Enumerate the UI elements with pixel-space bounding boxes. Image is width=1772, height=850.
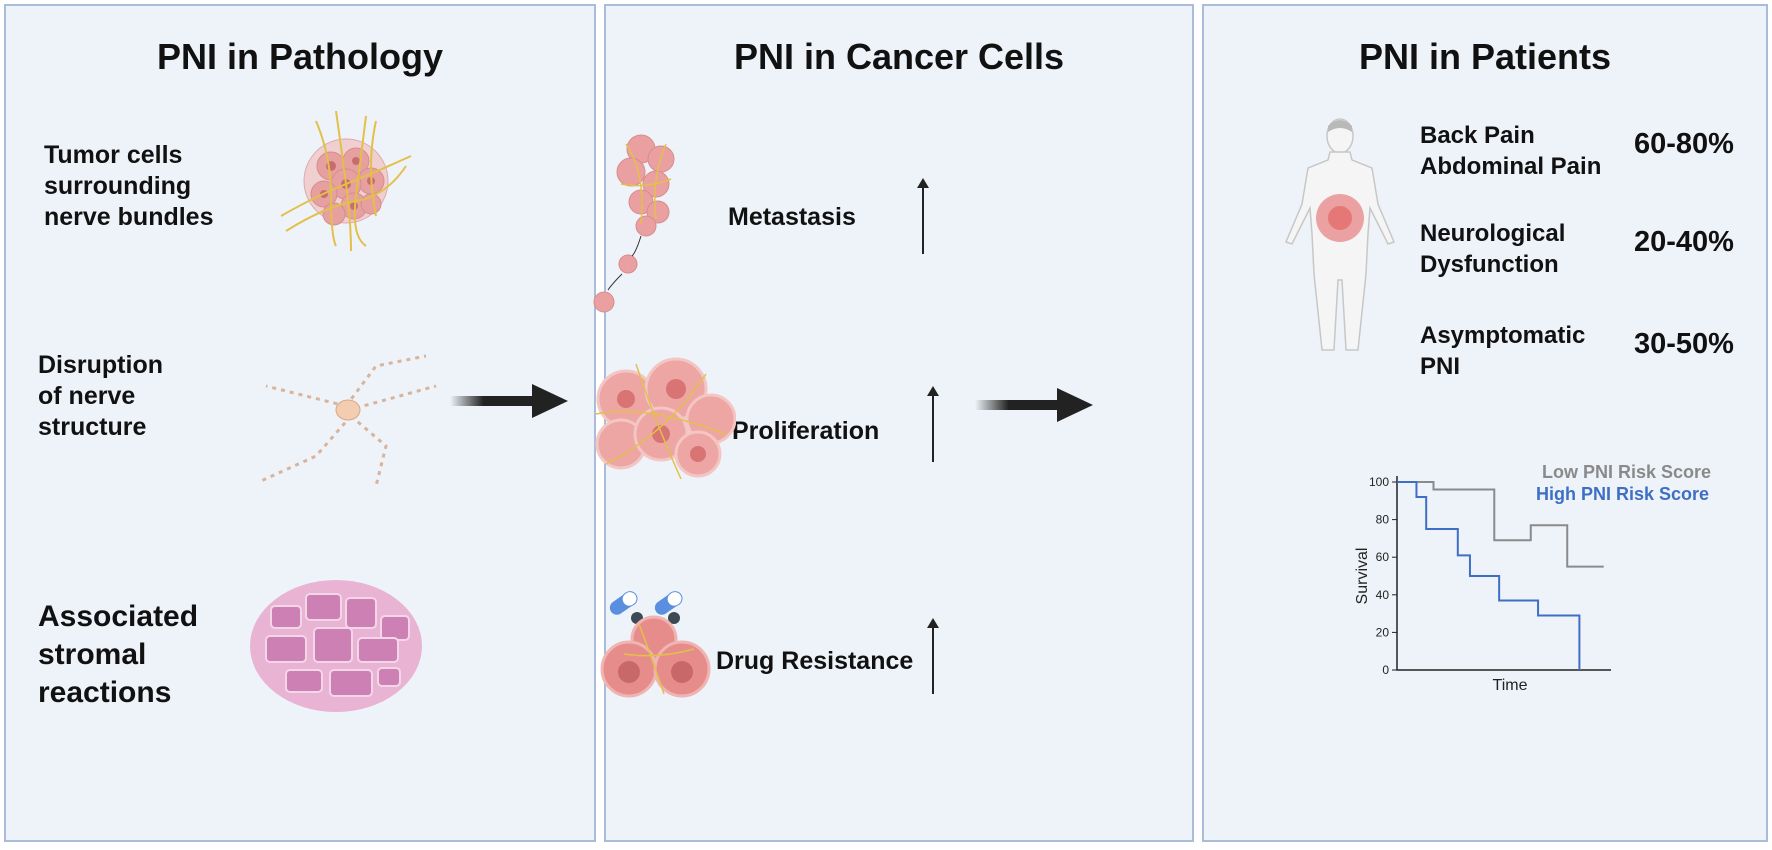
human-body-illustration	[1284, 118, 1396, 351]
symptom-percent: 60-80%	[1634, 128, 1734, 160]
label-tumor-cells: Tumor cells surrounding nerve bundles	[44, 140, 214, 233]
panel-title: PNI in Pathology	[156, 36, 443, 77]
label-line: Asymptomatic	[1420, 322, 1586, 349]
label-line: structure	[38, 413, 147, 441]
y-tick-label: 60	[1376, 550, 1390, 564]
panel-patients: PNI in Patients Back Pain Abdominal Pain…	[1202, 4, 1768, 842]
y-axis-label: Survival	[1354, 548, 1371, 605]
label-line: nerve bundles	[44, 203, 214, 231]
label-line: Neurological	[1420, 220, 1566, 247]
label-line: reactions	[38, 676, 172, 709]
label-line: Back Pain	[1420, 122, 1535, 149]
panel-pathology: PNI in Pathology Tumor cells surrounding…	[4, 4, 596, 842]
proliferation-illustration	[595, 357, 736, 480]
label-line: of nerve	[38, 382, 136, 410]
x-axis-label: Time	[1493, 677, 1528, 694]
label-proliferation: Proliferation	[732, 417, 880, 445]
symptom-pain: Back Pain Abdominal Pain	[1420, 120, 1601, 182]
disrupted-nerve-illustration	[260, 354, 437, 487]
label-line: PNI	[1420, 353, 1461, 380]
symptom-percent: 30-50%	[1634, 328, 1734, 360]
label-line: Dysfunction	[1420, 251, 1559, 278]
legend-high: High PNI Risk Score	[1536, 484, 1710, 504]
series-low-risk-line	[1397, 481, 1604, 568]
y-tick-label: 80	[1376, 513, 1390, 527]
label-line: Tumor cells	[44, 141, 183, 169]
legend-low: Low PNI Risk Score	[1542, 462, 1712, 482]
up-arrow-icon	[927, 386, 939, 462]
tumor-nerve-illustration	[280, 110, 412, 252]
right-arrow-icon	[975, 388, 1093, 422]
drug-resistance-illustration	[600, 591, 711, 698]
series-high-risk-line	[1397, 481, 1581, 670]
up-arrow-icon	[917, 178, 929, 254]
right-arrow-icon	[450, 384, 568, 418]
label-metastasis: Metastasis	[728, 203, 856, 231]
y-tick-label: 100	[1369, 475, 1389, 489]
stromal-tissue-illustration	[250, 580, 422, 712]
up-arrow-icon	[927, 618, 939, 694]
label-line: Associated	[38, 600, 199, 633]
panel-title: PNI in Patients	[1358, 36, 1612, 77]
label-drug-resistance: Drug Resistance	[716, 647, 914, 675]
label-stromal: Associated stromal reactions	[38, 598, 198, 712]
panel-title: PNI in Cancer Cells	[733, 36, 1065, 77]
metastasis-illustration	[593, 134, 675, 313]
symptom-neurological: Neurological Dysfunction	[1420, 218, 1565, 280]
label-line: stromal	[38, 638, 147, 671]
y-tick-label: 20	[1376, 625, 1390, 639]
y-tick-label: 40	[1376, 588, 1390, 602]
label-line: Abdominal Pain	[1420, 153, 1602, 180]
symptom-asymptomatic: Asymptomatic PNI	[1420, 320, 1585, 382]
label-line: surrounding	[44, 172, 192, 200]
label-disruption: Disruption of nerve structure	[38, 350, 163, 443]
label-line: Disruption	[38, 351, 163, 379]
y-tick-label: 0	[1382, 663, 1389, 677]
symptom-percent: 20-40%	[1634, 226, 1734, 258]
panel-cancer-cells: PNI in Cancer Cells Metastasis Prolifera…	[593, 4, 1194, 842]
